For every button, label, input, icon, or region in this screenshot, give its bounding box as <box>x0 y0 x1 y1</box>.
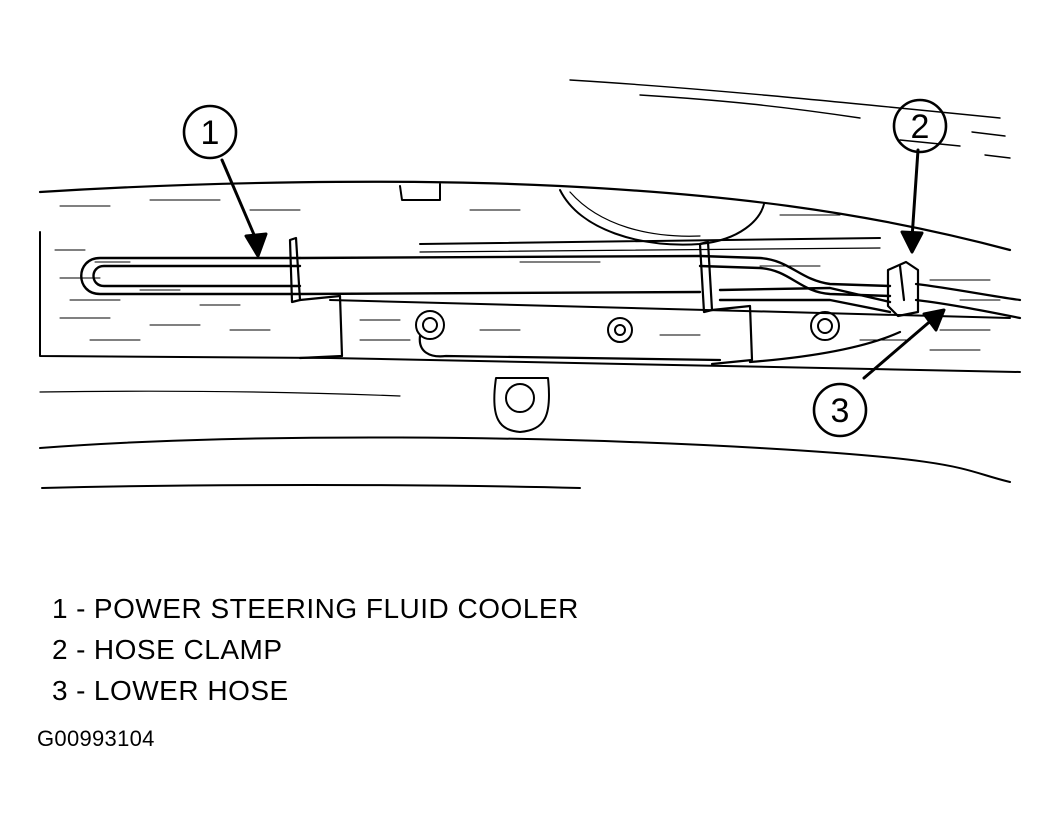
hose-clamp <box>886 260 920 318</box>
legend-separator: - <box>76 675 86 706</box>
cooler-illustration: 1 2 3 <box>38 79 1022 489</box>
legend: 1-POWER STEERING FLUID COOLER 2-HOSE CLA… <box>52 588 579 711</box>
figure-id: G00993104 <box>37 726 155 751</box>
legend-separator: - <box>76 634 86 665</box>
upper-panel-lines <box>38 79 1012 252</box>
legend-separator: - <box>76 593 86 624</box>
brackets <box>288 236 754 366</box>
lower-hose <box>418 282 1022 364</box>
legend-label: POWER STEERING FLUID COOLER <box>93 593 579 624</box>
legend-label: LOWER HOSE <box>93 675 289 706</box>
legend-label: HOSE CLAMP <box>93 634 283 665</box>
support-body <box>39 183 1021 373</box>
callout-3: 3 <box>812 382 868 438</box>
cooler-tube <box>80 254 892 314</box>
legend-number: 3 <box>52 675 69 706</box>
callout-1: 1 <box>182 104 238 160</box>
callout-1-number: 1 <box>201 114 220 152</box>
legend-item: 1-POWER STEERING FLUID COOLER <box>52 588 579 629</box>
legend-item: 2-HOSE CLAMP <box>52 629 579 670</box>
callout-2-number: 2 <box>911 108 930 146</box>
lower-panel-lines <box>39 390 1011 489</box>
legend-number: 1 <box>52 593 69 624</box>
leader-arrows <box>220 148 946 380</box>
bolts <box>415 310 840 433</box>
legend-item: 3-LOWER HOSE <box>52 670 579 711</box>
legend-number: 2 <box>52 634 69 665</box>
callout-3-number: 3 <box>831 392 850 430</box>
callout-2: 2 <box>892 98 948 154</box>
